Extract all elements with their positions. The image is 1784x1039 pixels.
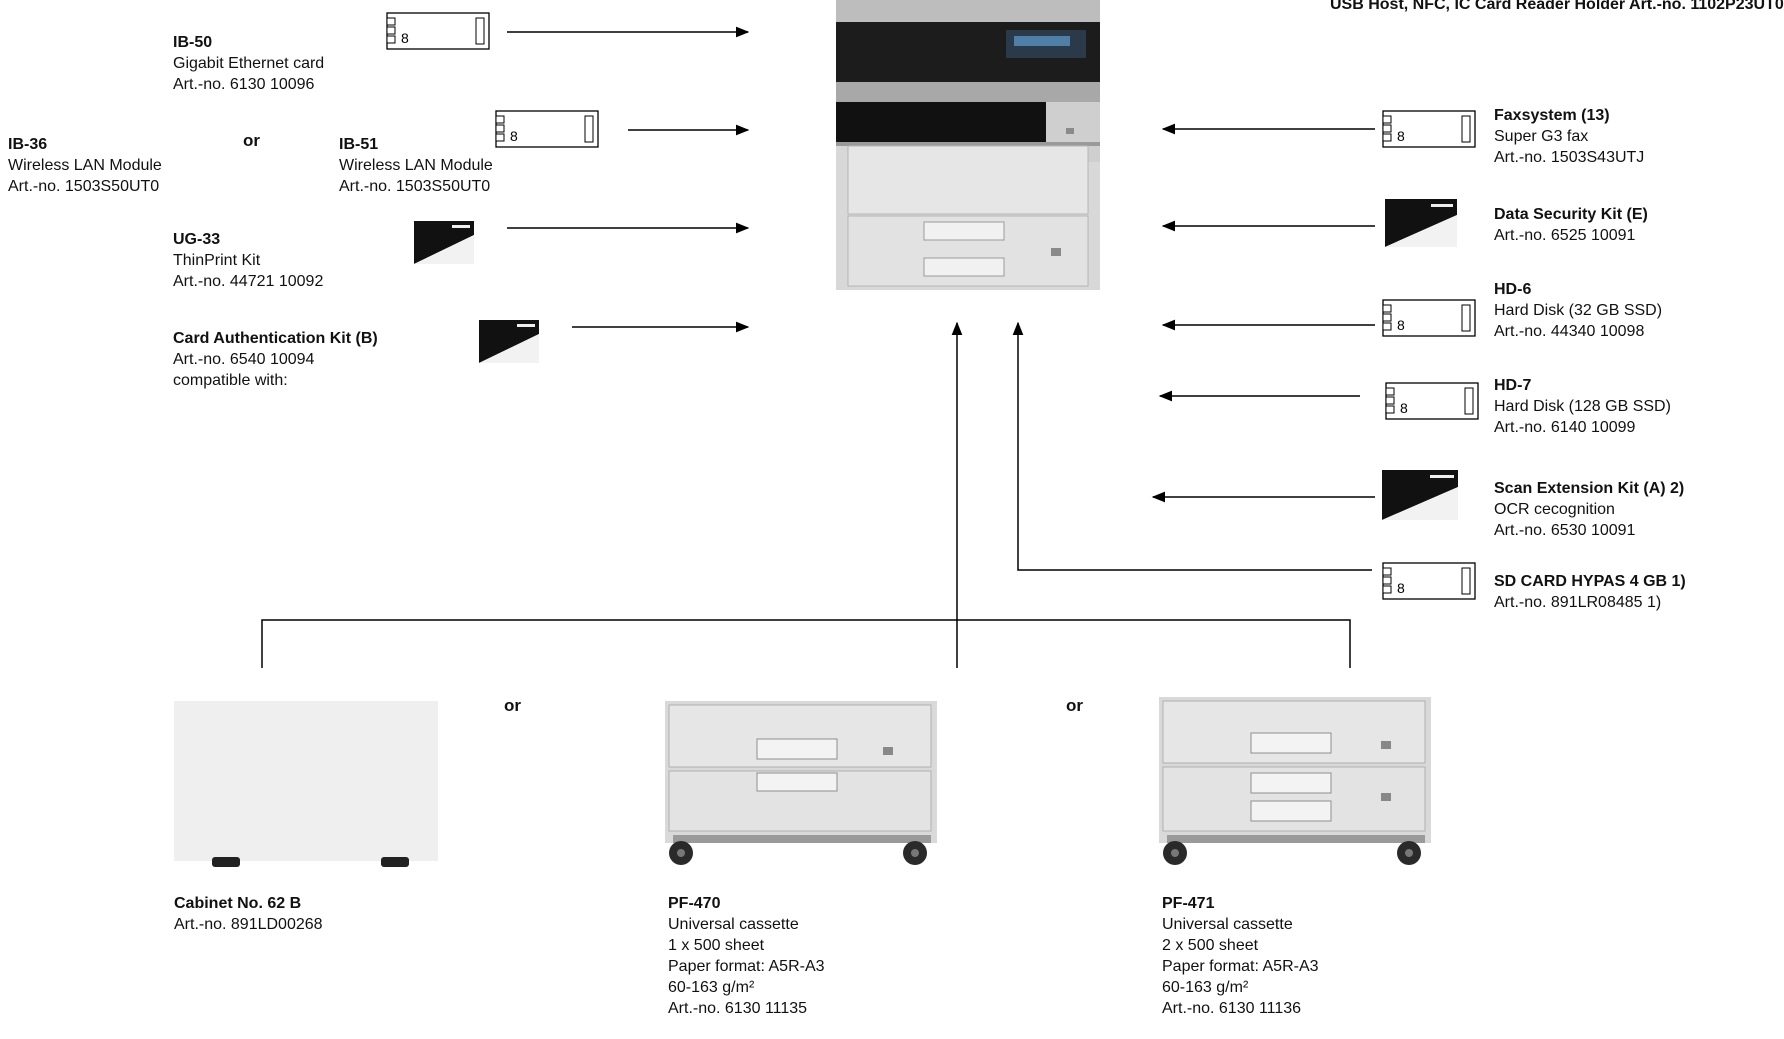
pf470-weight: 60-163 g/m² [668, 979, 755, 996]
fax-label: Faxsystem (13) Super G3 fax Art.-no. 150… [1494, 105, 1644, 168]
pf471-title: PF-471 [1162, 895, 1215, 912]
sd-title: SD CARD HYPAS 4 GB 1) [1494, 573, 1686, 590]
hd6-label: HD-6 Hard Disk (32 GB SSD) Art.-no. 4434… [1494, 279, 1662, 342]
license-card-icon [1385, 199, 1457, 247]
card-auth-label: Card Authentication Kit (B) Art.-no. 654… [173, 328, 378, 391]
circuit-card-icon: 8 [1382, 299, 1476, 337]
hd6-art: Art.-no. 44340 10098 [1494, 323, 1645, 340]
ib50-desc: Gigabit Ethernet card [173, 55, 325, 72]
pf470-desc: Universal cassette [668, 916, 799, 933]
license-card-icon [414, 221, 474, 264]
scan-desc: OCR cecognition [1494, 501, 1615, 518]
card-auth-art: Art.-no. 6540 10094 [173, 351, 315, 368]
ib51-title: IB-51 [339, 136, 379, 153]
pf470-capacity: 1 x 500 sheet [668, 937, 765, 954]
card-digit: 8 [1397, 128, 1405, 144]
or-ib36-ib51: or [243, 131, 260, 150]
pf470-label: PF-470 Universal cassette 1 x 500 sheet … [668, 893, 825, 1019]
usb-host-kit-title: USB Host, NFC, IC Card Reader Holder [1330, 0, 1626, 13]
card-digit: 8 [401, 30, 409, 46]
usb-host-kit-label: USB Host, NFC, IC Card Reader Holder Art… [1330, 0, 1784, 15]
ib50-art: Art.-no. 6130 10096 [173, 76, 315, 93]
card-digit: 8 [1400, 400, 1408, 416]
card-auth-note: compatible with: [173, 372, 288, 389]
circuit-card-icon: 8 [386, 12, 490, 50]
dsk-art: Art.-no. 6525 10091 [1494, 227, 1636, 244]
arrow-sd [1012, 321, 1372, 571]
scan-title: Scan Extension Kit (A) 2) [1494, 480, 1685, 497]
card-digit: 8 [1397, 317, 1405, 333]
printer-image [836, 0, 1100, 290]
card-auth-title: Card Authentication Kit (B) [173, 330, 378, 347]
pf470-format: Paper format: A5R-A3 [668, 958, 825, 975]
cabinet-title: Cabinet No. 62 B [174, 895, 302, 912]
ug33-title: UG-33 [173, 231, 221, 248]
or-pf470-pf471: or [1066, 696, 1083, 715]
ib36-title: IB-36 [8, 136, 48, 153]
pf471-art: Art.-no. 6130 11136 [1162, 1000, 1302, 1017]
sd-art: Art.-no. 891LR08485 1) [1494, 594, 1662, 611]
hd7-title: HD-7 [1494, 377, 1532, 394]
ib36-art: Art.-no. 1503S50UT0 [8, 178, 160, 195]
hd6-title: HD-6 [1494, 281, 1532, 298]
scan-art: Art.-no. 6530 10091 [1494, 522, 1636, 539]
pf470-art: Art.-no. 6130 11135 [668, 1000, 808, 1017]
dsk-title: Data Security Kit (E) [1494, 206, 1648, 223]
hd7-art: Art.-no. 6140 10099 [1494, 419, 1636, 436]
ib51-art: Art.-no. 1503S50UT0 [339, 178, 491, 195]
card-digit: 8 [1397, 580, 1405, 596]
or-cabinet-pf470: or [504, 696, 521, 715]
hd7-label: HD-7 Hard Disk (128 GB SSD) Art.-no. 614… [1494, 375, 1671, 438]
base-bracket [261, 619, 1351, 668]
fax-art: Art.-no. 1503S43UTJ [1494, 149, 1645, 166]
circuit-card-icon: 8 [1382, 110, 1476, 148]
pf470-title: PF-470 [668, 895, 721, 912]
ib50-title: IB-50 [173, 34, 213, 51]
pf470-image [665, 701, 937, 865]
data-security-kit-label: Data Security Kit (E) Art.-no. 6525 1009… [1494, 204, 1648, 246]
hd7-desc: Hard Disk (128 GB SSD) [1494, 398, 1671, 415]
cabinet-image [174, 701, 438, 867]
ug33-label: UG-33 ThinPrint Kit Art.-no. 44721 10092 [173, 229, 323, 292]
cabinet-label: Cabinet No. 62 B Art.-no. 891LD00268 [174, 893, 323, 935]
ib51-desc: Wireless LAN Module [339, 157, 493, 174]
fax-title: Faxsystem (13) [1494, 107, 1610, 124]
pf471-capacity: 2 x 500 sheet [1162, 937, 1259, 954]
ib50-label: IB-50 Gigabit Ethernet card Art.-no. 613… [173, 32, 324, 95]
pf471-desc: Universal cassette [1162, 916, 1293, 933]
fax-desc: Super G3 fax [1494, 128, 1589, 145]
hd6-desc: Hard Disk (32 GB SSD) [1494, 302, 1663, 319]
pf471-format: Paper format: A5R-A3 [1162, 958, 1319, 975]
sd-card-label: SD CARD HYPAS 4 GB 1) Art.-no. 891LR0848… [1494, 571, 1686, 613]
cabinet-art: Art.-no. 891LD00268 [174, 916, 323, 933]
usb-host-kit-art: Art.-no. 1102P23UT0 [1629, 0, 1784, 13]
ib51-label: IB-51 Wireless LAN Module Art.-no. 1503S… [339, 134, 493, 197]
card-digit: 8 [510, 128, 518, 144]
circuit-card-icon: 8 [495, 110, 599, 148]
pf471-image [1159, 697, 1431, 865]
ib36-desc: Wireless LAN Module [8, 157, 162, 174]
pf471-weight: 60-163 g/m² [1162, 979, 1249, 996]
ib36-label: IB-36 Wireless LAN Module Art.-no. 1503S… [8, 134, 162, 197]
ug33-art: Art.-no. 44721 10092 [173, 273, 324, 290]
license-card-icon [479, 320, 539, 363]
circuit-card-icon: 8 [1382, 562, 1476, 600]
scan-extension-kit-label: Scan Extension Kit (A) 2) OCR cecognitio… [1494, 478, 1684, 541]
license-card-icon [1382, 470, 1458, 520]
pf471-label: PF-471 Universal cassette 2 x 500 sheet … [1162, 893, 1319, 1019]
ug33-desc: ThinPrint Kit [173, 252, 261, 269]
circuit-card-icon: 8 [1385, 382, 1479, 420]
